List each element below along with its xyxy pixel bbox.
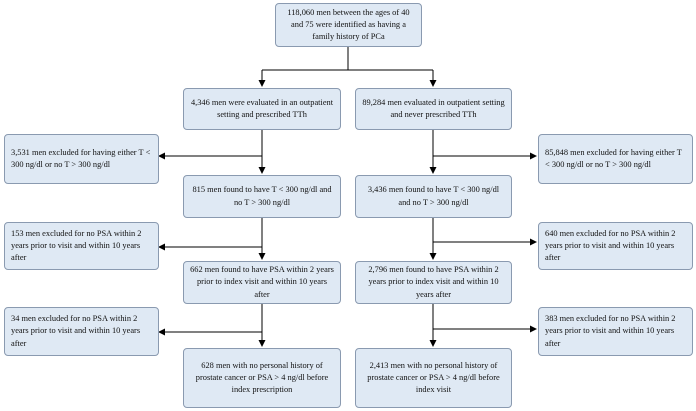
box-left-psa-found: 662 men found to have PSA within 2 years… [183, 261, 341, 304]
box-left-t-found: 815 men found to have T < 300 ng/dl and … [183, 175, 341, 218]
box-right-excluded-psa-1: 640 men excluded for no PSA within 2 yea… [538, 222, 693, 270]
box-top-population: 118,060 men between the ages of 40 and 7… [275, 3, 422, 47]
box-right-excluded-t: 85,848 men excluded for having either T … [538, 134, 693, 184]
box-left-excluded-psa-2: 34 men excluded for no PSA within 2 year… [4, 307, 159, 356]
box-right-excluded-psa-2: 383 men excluded for no PSA within 2 yea… [538, 307, 693, 356]
box-right-psa-found: 2,796 men found to have PSA within 2 yea… [355, 261, 512, 304]
box-right-t-found: 3,436 men found to have T < 300 ng/dl an… [355, 175, 512, 218]
box-right-final: 2,413 men with no personal history of pr… [355, 348, 512, 408]
box-left-final: 628 men with no personal history of pros… [183, 348, 341, 408]
box-right-evaluated: 89,284 men evaluated in outpatient setti… [355, 88, 512, 130]
box-left-excluded-t: 3,531 men excluded for having either T <… [4, 134, 159, 184]
box-left-excluded-psa-1: 153 men excluded for no PSA within 2 yea… [4, 222, 159, 270]
box-left-evaluated: 4,346 men were evaluated in an outpatien… [183, 88, 341, 130]
